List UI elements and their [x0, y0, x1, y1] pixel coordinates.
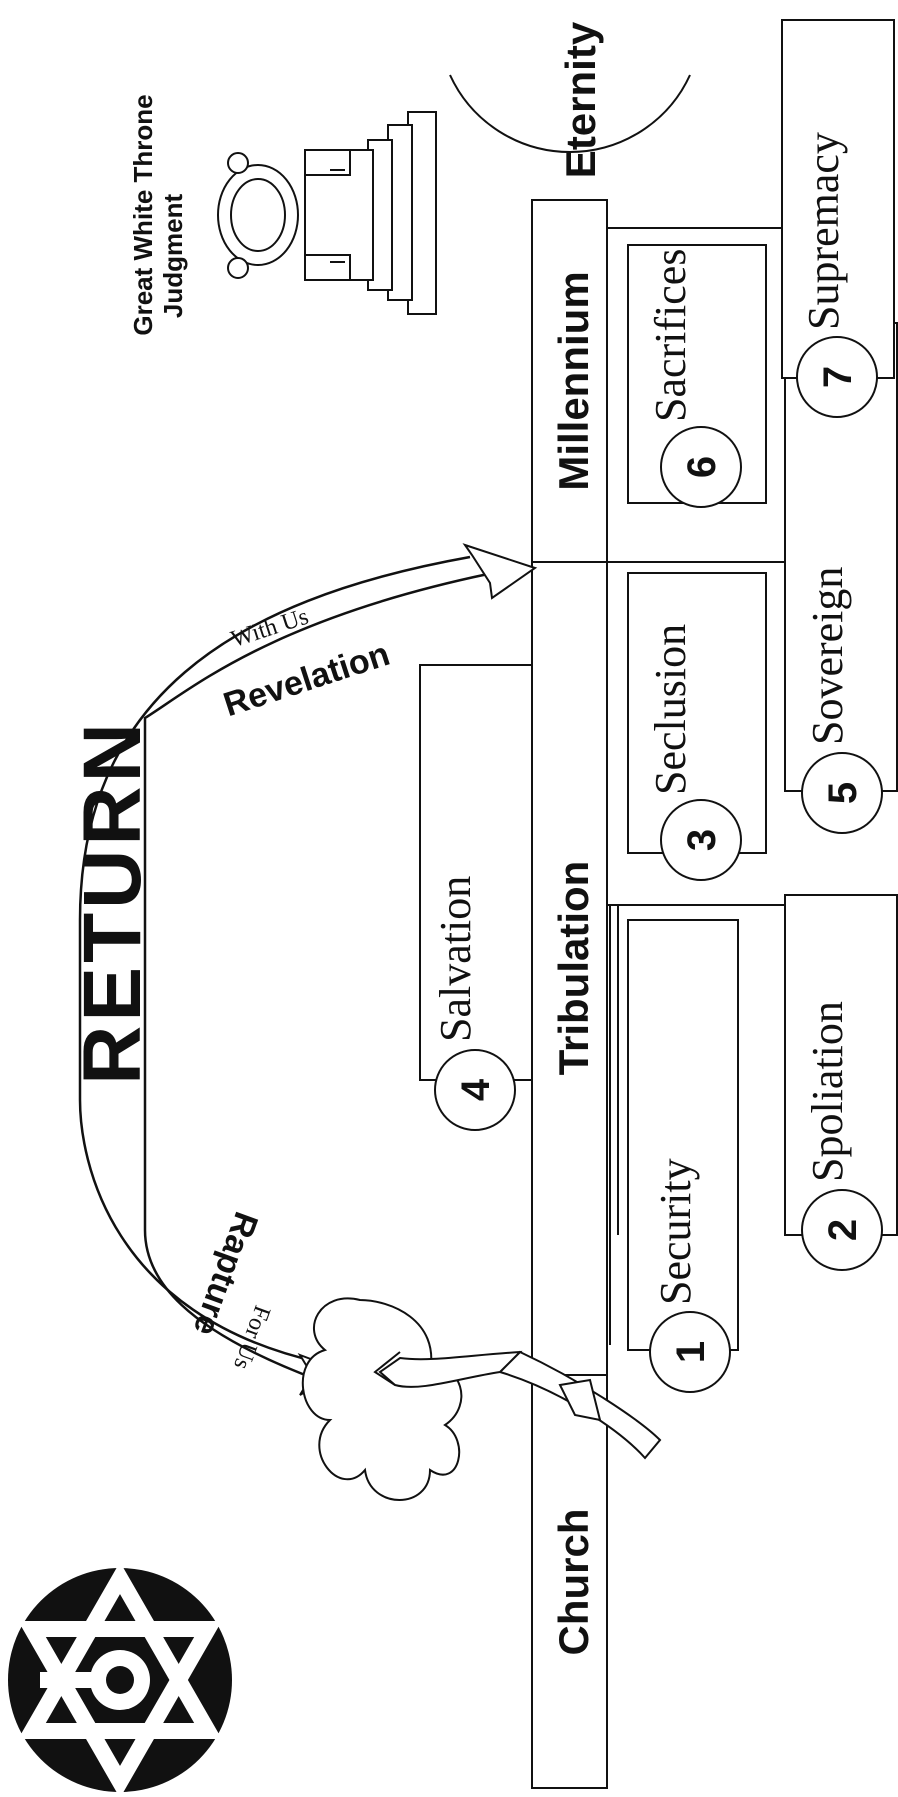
event-label-6: Sacrifices	[646, 249, 695, 422]
svg-text:6: 6	[680, 456, 724, 478]
throne-icon	[217, 111, 437, 315]
throne-caption-line1: Great White Throne	[128, 94, 158, 335]
event-number-2: 2	[801, 1189, 883, 1271]
event-number-6: 6	[660, 426, 742, 508]
event-number-4: 4	[434, 1049, 516, 1131]
event-box-7	[781, 19, 895, 379]
svg-text:2: 2	[821, 1219, 865, 1241]
event-label-4: Salvation	[431, 876, 480, 1042]
event-label-2: Spoliation	[803, 1001, 852, 1182]
event-label-3: Seclusion	[646, 624, 695, 795]
throne-caption-line2: Judgment	[158, 194, 188, 319]
return-title: RETURN	[67, 719, 158, 1085]
svg-text:3: 3	[680, 829, 724, 851]
svg-text:4: 4	[454, 1078, 498, 1101]
svg-text:7: 7	[816, 366, 860, 388]
event-box-4	[419, 664, 533, 1081]
period-eternity: Eternity	[557, 21, 604, 178]
event-number-1: 1	[649, 1311, 731, 1393]
event-number-5: 5	[801, 752, 883, 834]
period-tribulation: Tribulation	[550, 861, 597, 1076]
svg-text:1: 1	[669, 1341, 713, 1363]
svg-text:5: 5	[821, 782, 865, 804]
event-label-1: Security	[651, 1158, 700, 1305]
period-millennium: Millennium	[550, 271, 597, 490]
cloud-icon	[301, 1297, 662, 1501]
star-of-david-icon	[8, 1561, 232, 1797]
period-church: Church	[550, 1509, 597, 1656]
rapture-sub-label: For Us	[228, 1302, 275, 1373]
event-label-7: Supremacy	[799, 132, 848, 330]
event-label-5: Sovereign	[803, 567, 852, 745]
eternity-arc	[449, 74, 691, 154]
event-number-7: 7	[796, 336, 878, 418]
revelation-sub-label: With Us	[228, 604, 312, 653]
event-number-3: 3	[660, 799, 742, 881]
timeline-bar	[531, 199, 608, 1789]
